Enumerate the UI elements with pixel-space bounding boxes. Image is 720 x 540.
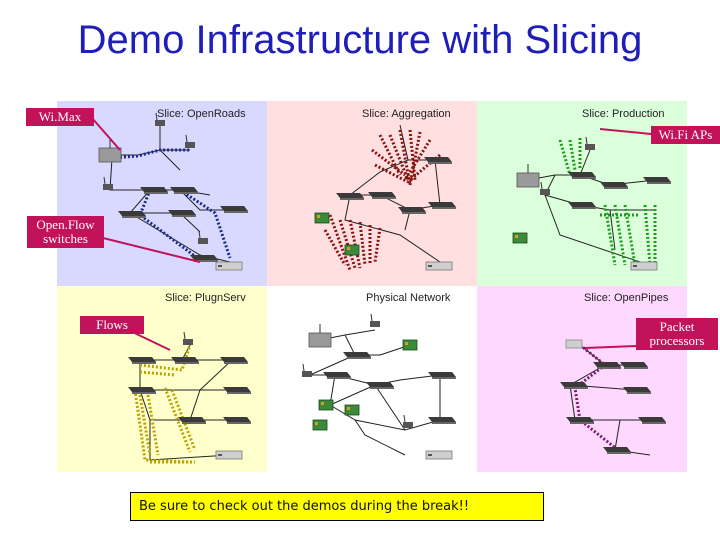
- wimax-callout: Wi.Max: [26, 108, 94, 126]
- openflow-label-line2: switches: [43, 231, 88, 246]
- flows-aggregation: [323, 129, 441, 271]
- panel-label-plugnserv: Slice: PlugnServ: [165, 292, 246, 304]
- panel-label-physical: Physical Network: [366, 292, 451, 304]
- packet-label-line2: processors: [649, 333, 705, 348]
- packet-label-line1: Packet: [659, 319, 695, 334]
- packet-processors-callout: Packet processors: [636, 318, 718, 350]
- flows-label: Flows: [96, 317, 128, 332]
- panel-label-aggregation: Slice: Aggregation: [362, 108, 451, 120]
- flows-callout: Flows: [80, 316, 144, 334]
- openflow-switches-callout: Open.Flow switches: [27, 216, 104, 248]
- wimax-label: Wi.Max: [38, 109, 82, 124]
- panel-physical: [267, 286, 477, 472]
- openflow-label-line1: Open.Flow: [36, 217, 95, 232]
- wifi-aps-callout: Wi.Fi APs: [651, 126, 720, 144]
- panel-openpipes: [477, 286, 687, 472]
- wifi-aps-label: Wi.Fi APs: [658, 127, 713, 142]
- demo-reminder-banner: Be sure to check out the demos during th…: [130, 492, 544, 521]
- page-title: Demo Infrastructure with Slicing: [77, 18, 643, 62]
- panel-label-openroads: Slice: OpenRoads: [157, 108, 246, 120]
- panel-label-production: Slice: Production: [582, 108, 665, 120]
- panel-plugnserv: [57, 286, 267, 472]
- flows-production: [558, 138, 657, 266]
- panel-label-openpipes: Slice: OpenPipes: [584, 292, 669, 304]
